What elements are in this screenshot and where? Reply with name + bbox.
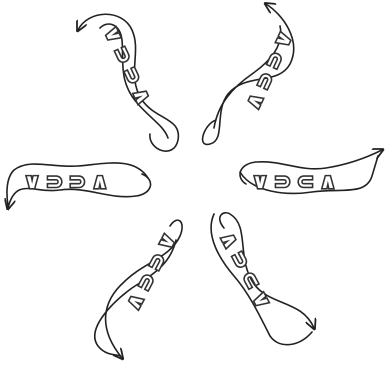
arm-left: ∨⊃⊃∧ <box>7 163 151 208</box>
arm-label-bottom-left: ∧⊂⊂∨ <box>119 230 182 321</box>
arm-label-top-right: ∧⊂⊂∨ <box>239 28 299 120</box>
arm-label-bottom-right: ∧⊃⊂∨ <box>216 227 279 318</box>
arm-label-left: ∨⊃⊃∧ <box>24 169 114 193</box>
arm-top-left: ∨⊃⊃∧ <box>78 14 178 151</box>
arm-label-right: ∨⊃⊂∧ <box>252 169 342 193</box>
arm-bottom-right: ∧⊃⊂∨ <box>211 213 314 345</box>
arm-bottom-left: ∧⊂⊂∨ <box>95 220 183 358</box>
arm-right: ∨⊃⊂∧ <box>240 150 382 193</box>
arm-top-right: ∧⊂⊂∨ <box>203 4 300 144</box>
arm-label-top-left: ∨⊃⊃∧ <box>99 22 159 114</box>
